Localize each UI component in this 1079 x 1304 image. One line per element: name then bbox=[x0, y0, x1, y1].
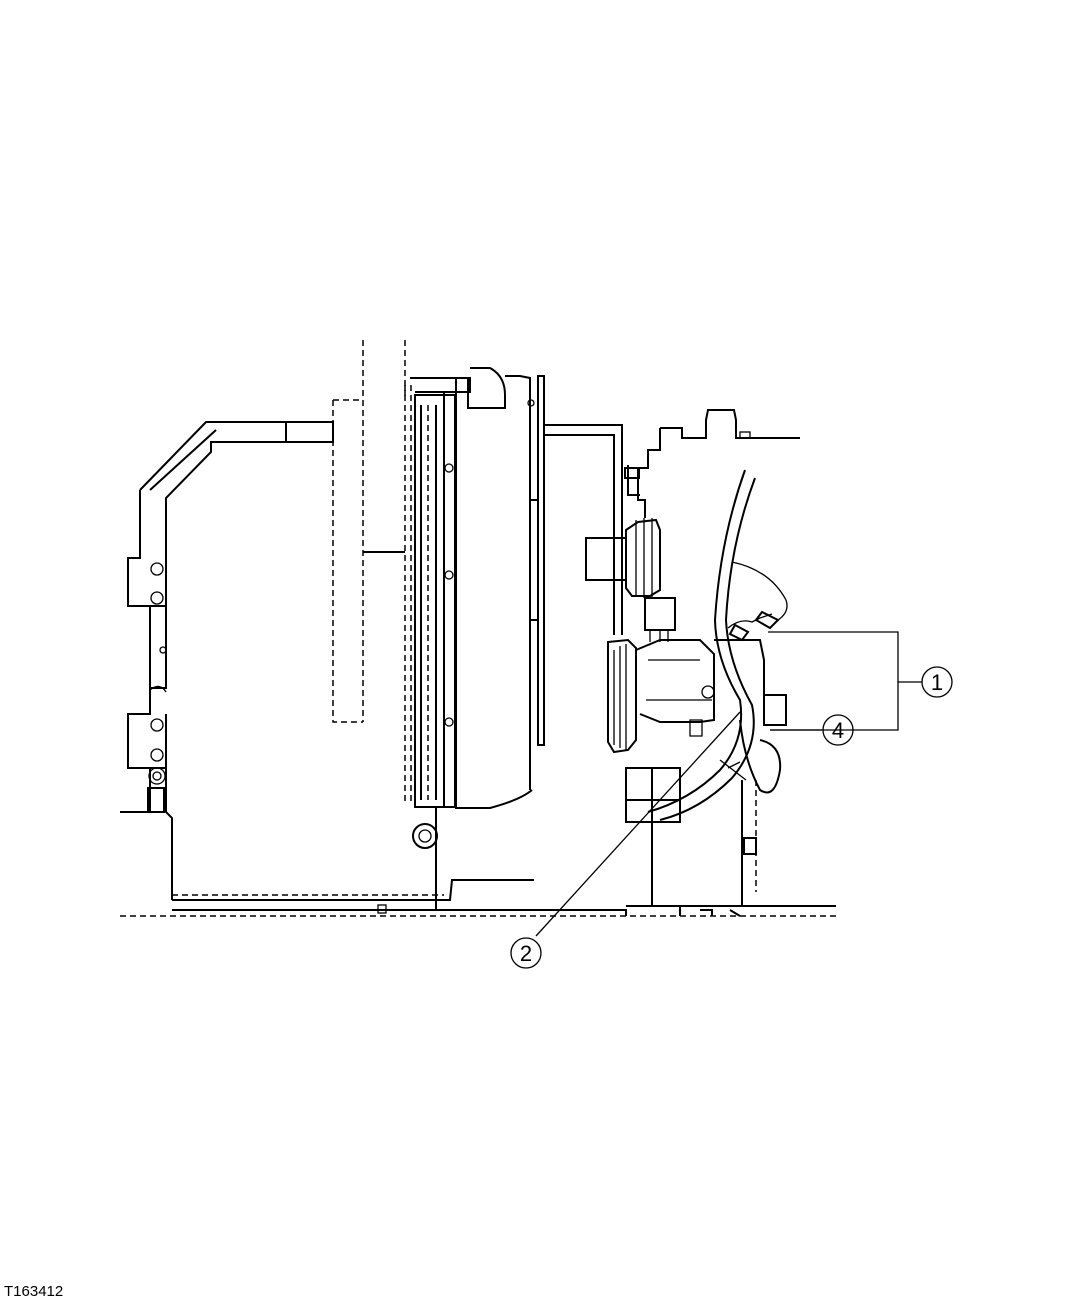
callout-4-label: 4 bbox=[832, 718, 844, 743]
engine-block bbox=[624, 409, 800, 518]
figure-id: T163412 bbox=[4, 1283, 64, 1300]
fan-drive-pulley bbox=[585, 518, 676, 642]
callout-leaders bbox=[535, 631, 922, 937]
callout-2-label: 2 bbox=[520, 941, 532, 966]
base-frame bbox=[120, 822, 836, 917]
lower-engine bbox=[625, 767, 757, 906]
left-frame bbox=[120, 421, 334, 900]
callout-1: 1 bbox=[921, 666, 953, 698]
shroud-panel bbox=[332, 340, 406, 723]
ac-compressor bbox=[607, 638, 787, 754]
refrigerant-hoses bbox=[647, 469, 788, 821]
radiator-core bbox=[404, 377, 471, 849]
callout-2: 2 bbox=[510, 937, 542, 969]
callout-1-label: 1 bbox=[931, 670, 943, 695]
fan-housing bbox=[455, 367, 623, 809]
callout-4: 4 bbox=[822, 714, 854, 746]
